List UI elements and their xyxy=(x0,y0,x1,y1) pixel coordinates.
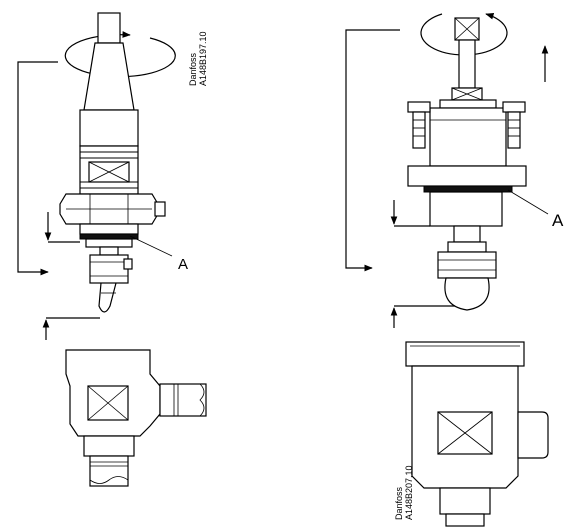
left-valve-assembly: A Danfoss A148B197.10 xyxy=(17,12,208,340)
right-drawing-code: Danfoss A148B207.10 xyxy=(394,465,414,520)
right-valve-body: Danfoss A148B207.10 xyxy=(394,341,549,527)
left-callout-label: A xyxy=(178,256,188,273)
left-valve-body xyxy=(65,349,207,487)
right-valve-assembly: A xyxy=(345,13,564,328)
right-callout-label: A xyxy=(552,211,564,230)
left-drawing-code: Danfoss A148B197.10 xyxy=(188,31,208,86)
